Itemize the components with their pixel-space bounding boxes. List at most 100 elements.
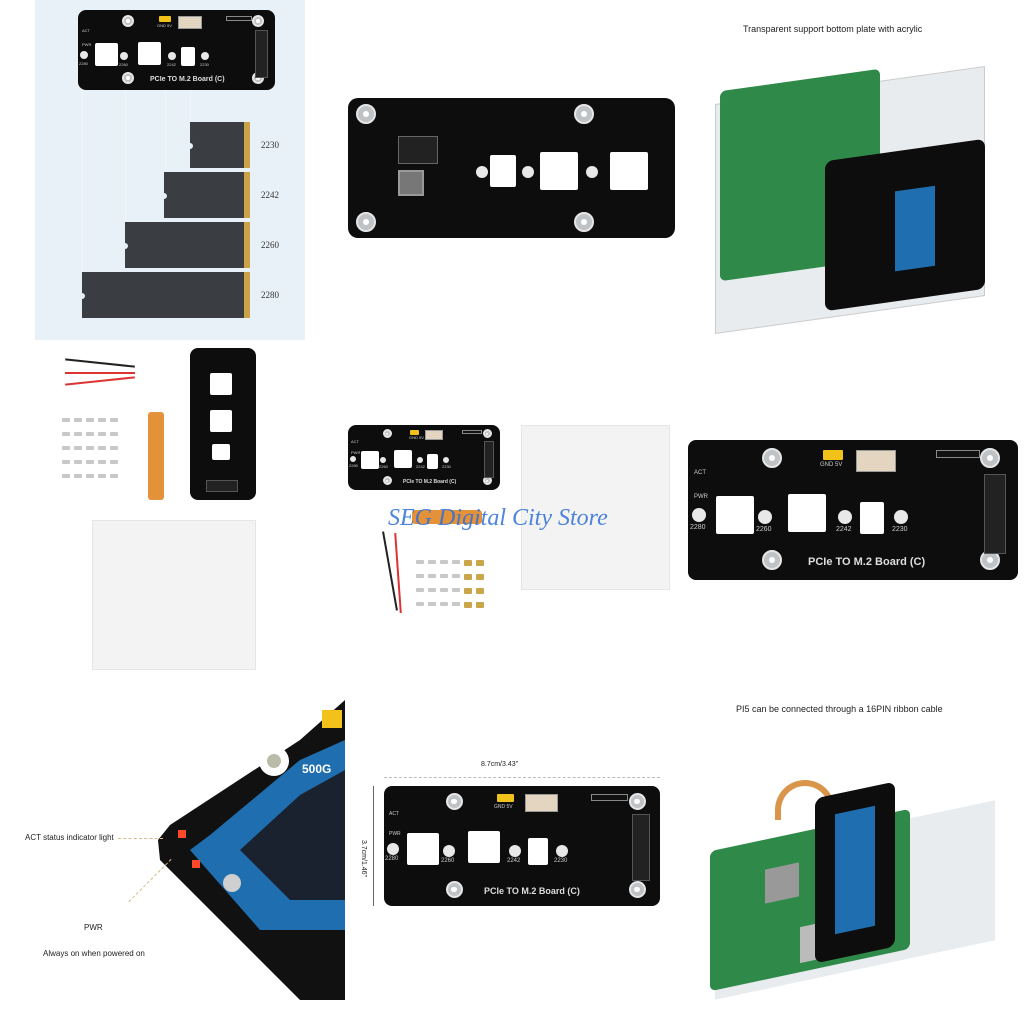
- pcie-fpc-connector: [591, 794, 628, 801]
- pcie-fpc-connector: [462, 430, 482, 434]
- cutout: [361, 451, 379, 469]
- size-label: 2280: [690, 524, 706, 531]
- cutout: [716, 496, 754, 534]
- standoff-hole-2260: [380, 457, 386, 463]
- standoff-hole-2242: [509, 845, 521, 857]
- pcie-fpc-connector: [226, 16, 252, 21]
- screw: [428, 602, 436, 606]
- power-cable: [65, 372, 135, 374]
- size-label: 2260: [756, 526, 772, 533]
- screw: [74, 460, 82, 464]
- size-label: 2230: [200, 62, 209, 67]
- power-cable: [65, 358, 135, 368]
- mount-hole: [122, 72, 134, 84]
- standoff-hole-2230: [201, 52, 209, 60]
- pwr-caption: PWR: [84, 923, 103, 932]
- size-label: 2242: [507, 858, 521, 864]
- cutout: [212, 444, 230, 460]
- ribbon-cable: [412, 510, 482, 524]
- gnd-jumper: [322, 710, 342, 728]
- screw: [74, 474, 82, 478]
- screw: [440, 574, 448, 578]
- mount-hole: [382, 476, 392, 485]
- screw: [98, 432, 106, 436]
- act-caption: ACT status indicator light: [25, 833, 114, 842]
- mount-hole: [762, 448, 782, 468]
- cutout: [490, 155, 516, 187]
- screw: [62, 460, 70, 464]
- screw: [440, 602, 448, 606]
- screw-set: [62, 418, 132, 498]
- guide-line: [82, 90, 83, 315]
- screw: [98, 446, 106, 450]
- screw: [428, 560, 436, 564]
- cutout: [394, 450, 412, 468]
- screw: [86, 432, 94, 436]
- pwr-label: PWR: [694, 494, 708, 500]
- screw-set: [416, 560, 496, 620]
- screw: [86, 460, 94, 464]
- standoff-hole: [476, 166, 488, 178]
- size-label: 2242: [167, 62, 176, 67]
- screw: [62, 474, 70, 478]
- mount-hole: [445, 793, 463, 810]
- m2-board-on-pi5: [815, 781, 895, 964]
- screw: [428, 574, 436, 578]
- cutout: [210, 373, 232, 395]
- size-label: 2242: [416, 464, 425, 469]
- screw: [74, 446, 82, 450]
- gnd-5v-label: GND 5V: [494, 804, 513, 810]
- board-title: PCIe TO M.2 Board (C): [150, 76, 225, 83]
- standoff-hole-2230: [556, 845, 568, 857]
- fan-connector: [525, 794, 558, 812]
- m2-ssd: [835, 805, 875, 935]
- act-leader-line: [118, 838, 163, 839]
- cutout: [610, 152, 648, 190]
- m2-slot: [206, 480, 238, 492]
- mount-hole: [356, 104, 376, 124]
- standoff-hole-2280: [80, 51, 88, 59]
- screw: [110, 446, 118, 450]
- width-dimension: 8.7cm/3.43": [481, 761, 519, 768]
- pcie-fpc-connector: [936, 450, 980, 458]
- pi5-assembly-photo: [705, 770, 1000, 1000]
- screw: [110, 474, 118, 478]
- act-led: [178, 830, 186, 838]
- height-line: [373, 786, 374, 906]
- standoff-hole-2242: [168, 52, 176, 60]
- screw: [98, 418, 106, 422]
- screw: [416, 588, 424, 592]
- ssd-label: 2260: [261, 240, 279, 250]
- m2-slot: [632, 814, 650, 881]
- screw: [428, 588, 436, 592]
- screw: [110, 432, 118, 436]
- standoff-hole-2260: [758, 510, 772, 524]
- pwr-led: [192, 860, 200, 868]
- ssd-label: 2230: [261, 140, 279, 150]
- ssd-label-text: 500G: [302, 762, 332, 776]
- screw: [452, 588, 460, 592]
- size-label: 2280: [385, 856, 399, 862]
- acrylic-caption: Transparent support bottom plate with ac…: [743, 24, 923, 34]
- m2-slot: [255, 30, 268, 78]
- screw: [110, 418, 118, 422]
- act-label: ACT: [389, 811, 399, 817]
- cutout: [788, 494, 826, 532]
- cutout: [407, 833, 439, 865]
- screw: [86, 418, 94, 422]
- led-closeup-photo: 500G: [150, 700, 345, 1000]
- screw: [416, 574, 424, 578]
- fan-connector: [425, 430, 443, 440]
- cutout: [427, 454, 438, 469]
- act-label: ACT: [694, 470, 706, 476]
- ssd-label: 2242: [261, 190, 279, 200]
- power-cable: [65, 376, 135, 386]
- brass-standoff: [476, 560, 484, 566]
- size-label: 2260: [379, 464, 388, 469]
- standoff-hole-2230: [443, 457, 449, 463]
- ssd-label: 2280: [261, 290, 279, 300]
- cutout: [860, 502, 884, 534]
- screw: [416, 602, 424, 606]
- standoff-hole-2280: [387, 843, 399, 855]
